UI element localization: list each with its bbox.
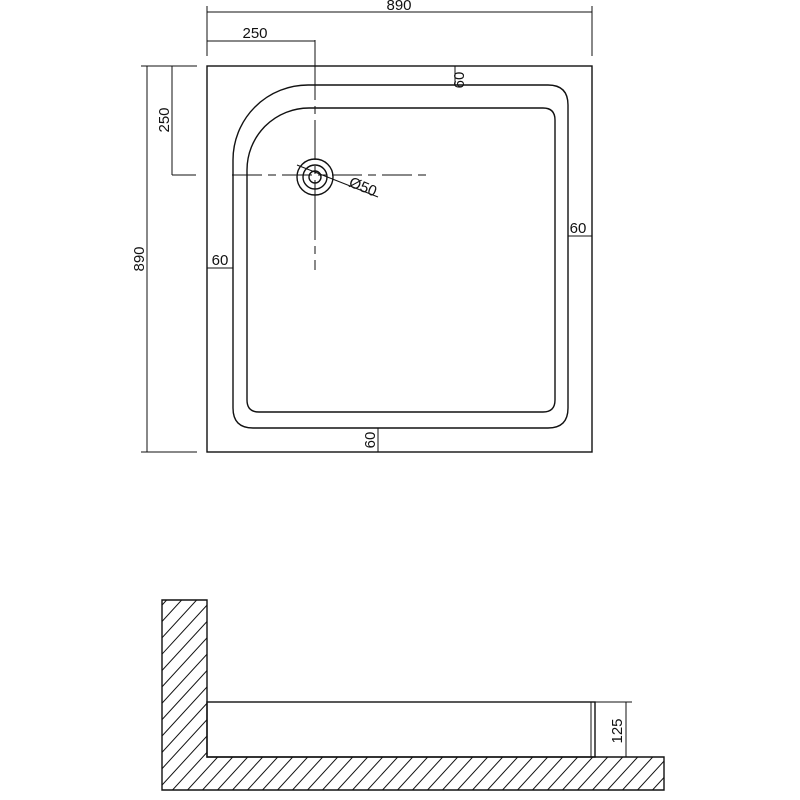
tray-outer-outline [206,65,593,453]
hatch-line [654,600,664,790]
hatch-line [730,580,800,800]
hatch-line [162,600,306,790]
hatch-line [670,580,800,800]
hatch-line [609,600,664,790]
hatch-line [162,600,291,790]
tray-height-label: 125 [609,718,626,743]
hatch-line [162,600,186,790]
hatch-line [685,580,800,800]
rim-right-label: 60 [570,220,587,237]
hatch-line [162,600,231,790]
hatch-line [0,580,155,800]
hatch-line [162,600,321,790]
rim-bottom-label: 60 [362,432,379,449]
hatch-line [745,580,800,800]
drain-x-offset-label: 250 [242,25,267,42]
hatch-line [594,600,664,790]
tray-rim-outline [232,84,569,429]
drain-diameter-leader [296,164,379,198]
hatch-line [624,600,664,790]
hatch-line [715,580,800,800]
tray-section [206,701,596,758]
hatch-line [162,600,246,790]
hatch-line [579,600,664,790]
hatch-line [775,580,800,800]
width-dimension-label: 890 [386,0,411,14]
hatch-line [700,580,800,800]
drain-y-offset-label: 250 [156,107,173,132]
height-dimension-label: 890 [131,246,148,271]
wall-floor-hatching [0,580,800,800]
plan-view: Ø50 890 250 890 250 60 60 60 60 [131,0,593,453]
wall-floor-outline [161,599,665,791]
hatch-line [564,600,664,790]
hatch-line [162,600,336,790]
rim-top-label: 60 [451,72,468,89]
drain-diameter-label: Ø50 [347,174,380,200]
hatch-line [162,600,276,790]
rim-left-label: 60 [212,252,229,269]
hatch-line [760,580,800,800]
hatch-line [162,600,171,790]
hatch-line [162,600,261,790]
section-view: 125 [0,580,800,800]
hatch-line [162,600,201,790]
tray-basin-outline [246,107,556,413]
hatch-line [0,580,140,800]
hatch-line [162,600,216,790]
